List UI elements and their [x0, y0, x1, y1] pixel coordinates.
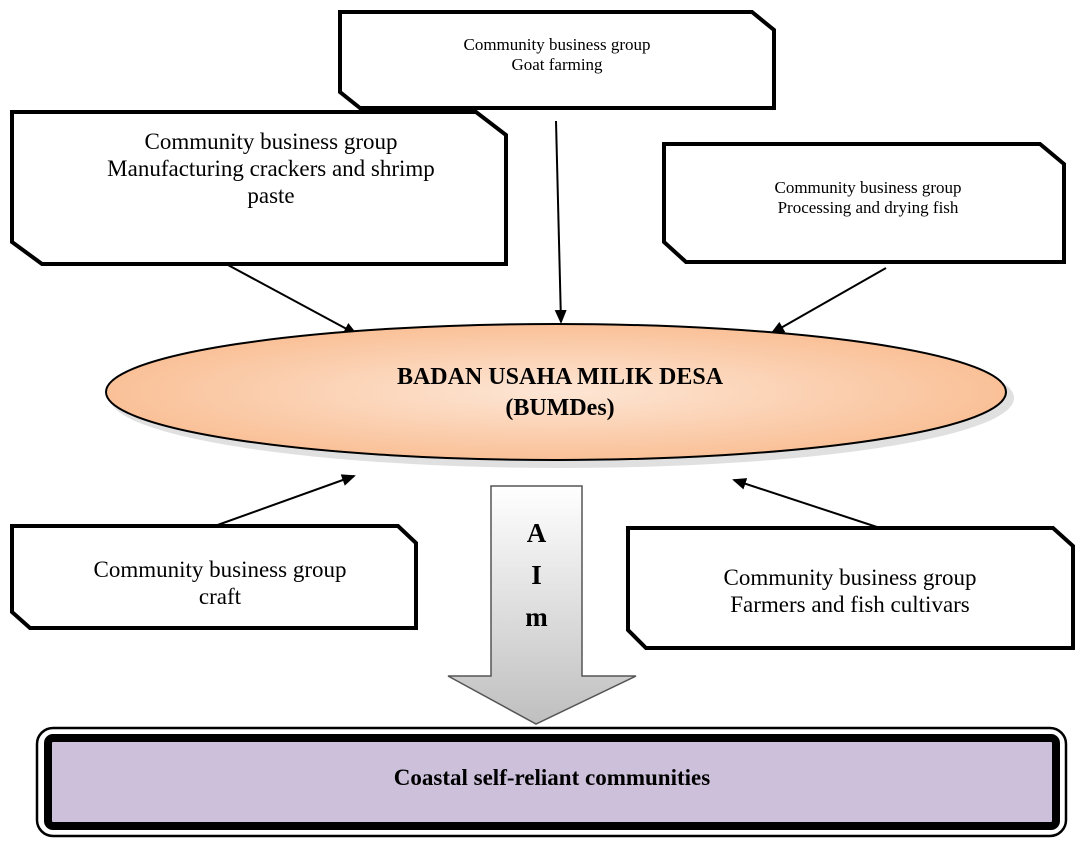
bumdes-line1: BADAN USAHA MILIK DESA	[396, 364, 724, 390]
farmers-line1: Community business group	[723, 565, 977, 590]
craft-line2: craft	[198, 584, 242, 610]
crackers-box-text: Community business group Manufacturing c…	[40, 128, 502, 209]
bumdes-line2: (BUMDes)	[505, 395, 615, 422]
fish-processing-line2: Processing and drying fish	[777, 198, 959, 218]
bumdes-text: BADAN USAHA MILIK DESA (BUMDes)	[200, 362, 920, 424]
crackers-line2: Manufacturing crackers and shrimp	[107, 156, 435, 182]
aim-arrow	[447, 485, 637, 725]
goat-box	[338, 10, 776, 110]
fish-processing-box	[662, 142, 1066, 264]
goal-label: Coastal self-reliant communities	[393, 765, 711, 790]
fish-processing-box-text: Community business group Processing and …	[676, 178, 1060, 218]
arrow-fish-processing	[770, 267, 887, 334]
arrow-craft	[211, 474, 356, 528]
crackers-line3: paste	[247, 183, 295, 209]
aim-letter-m: m	[525, 602, 548, 632]
goat-line1: Community business group	[463, 35, 651, 54]
crackers-line1: Community business group	[144, 129, 398, 154]
arrow-goat	[554, 120, 567, 324]
arrow-farmers	[732, 478, 881, 529]
goat-box-text: Community business group Goat farming	[340, 35, 774, 75]
farmers-line2: Farmers and fish cultivars	[730, 592, 970, 618]
goal-box-inner	[44, 734, 1060, 830]
aim-letter-a: A	[526, 518, 547, 548]
arrow-crackers	[227, 264, 358, 335]
farmers-box	[626, 526, 1075, 650]
crackers-box	[10, 110, 508, 266]
craft-box-text: Community business group craft	[20, 556, 420, 610]
farmers-box-text: Community business group Farmers and fis…	[640, 564, 1060, 618]
fish-processing-line1: Community business group	[774, 178, 962, 197]
goat-line2: Goat farming	[511, 55, 603, 75]
bumdes-ellipse	[105, 323, 1007, 461]
craft-line1: Community business group	[93, 557, 347, 582]
aim-letter-i: I	[531, 560, 542, 590]
craft-box	[10, 524, 418, 630]
